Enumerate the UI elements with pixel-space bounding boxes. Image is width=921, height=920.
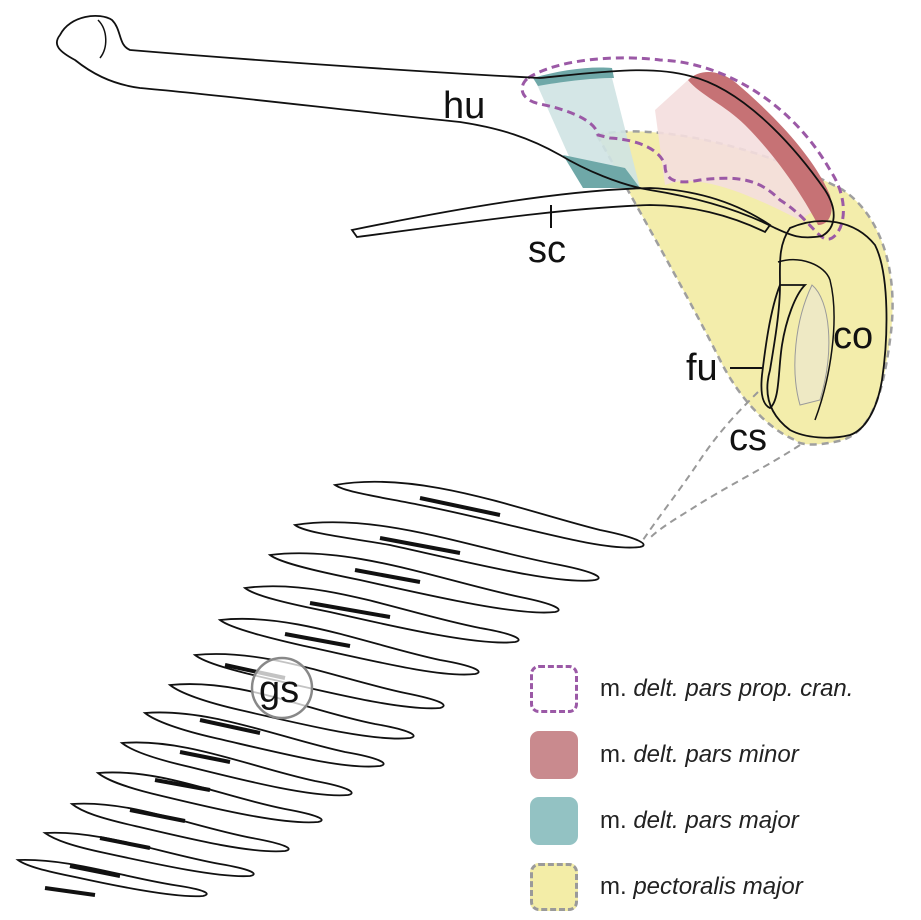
legend-prefix: m. <box>600 807 633 834</box>
label-fu: fu <box>686 347 718 389</box>
legend-prefix: m. <box>600 741 633 768</box>
legend-item-delt-pars-major: m. delt. pars major <box>530 788 910 854</box>
label-gs: gs <box>259 669 299 711</box>
label-cs: cs <box>729 417 767 459</box>
rib <box>145 712 384 766</box>
legend-name: delt. pars major <box>633 807 798 834</box>
rib <box>195 654 444 708</box>
rib <box>18 860 207 896</box>
legend: m. delt. pars prop. cran. m. delt. pars … <box>530 656 910 920</box>
legend-item-delt-pars-prop-cran: m. delt. pars prop. cran. <box>530 656 910 722</box>
legend-swatch <box>530 863 578 911</box>
legend-prefix: m. <box>600 873 633 900</box>
legend-item-pectoralis-major: m. pectoralis major <box>530 854 910 920</box>
legend-item-delt-pars-minor: m. delt. pars minor <box>530 722 910 788</box>
legend-swatch <box>530 665 578 713</box>
cs-connector-right <box>648 445 800 540</box>
label-sc: sc <box>528 229 566 271</box>
legend-swatch <box>530 731 578 779</box>
rib <box>45 833 254 876</box>
rib <box>72 804 289 852</box>
rib <box>98 772 322 822</box>
legend-swatch <box>530 797 578 845</box>
label-co: co <box>833 315 873 357</box>
label-hu: hu <box>443 85 485 127</box>
legend-prefix: m. <box>600 675 633 702</box>
legend-name: delt. pars minor <box>633 741 798 768</box>
legend-name: pectoralis major <box>633 873 802 900</box>
humerus-head-detail <box>98 20 106 58</box>
legend-name: delt. pars prop. cran. <box>633 675 853 702</box>
rib <box>122 742 352 795</box>
cs-connector-left <box>643 392 758 540</box>
